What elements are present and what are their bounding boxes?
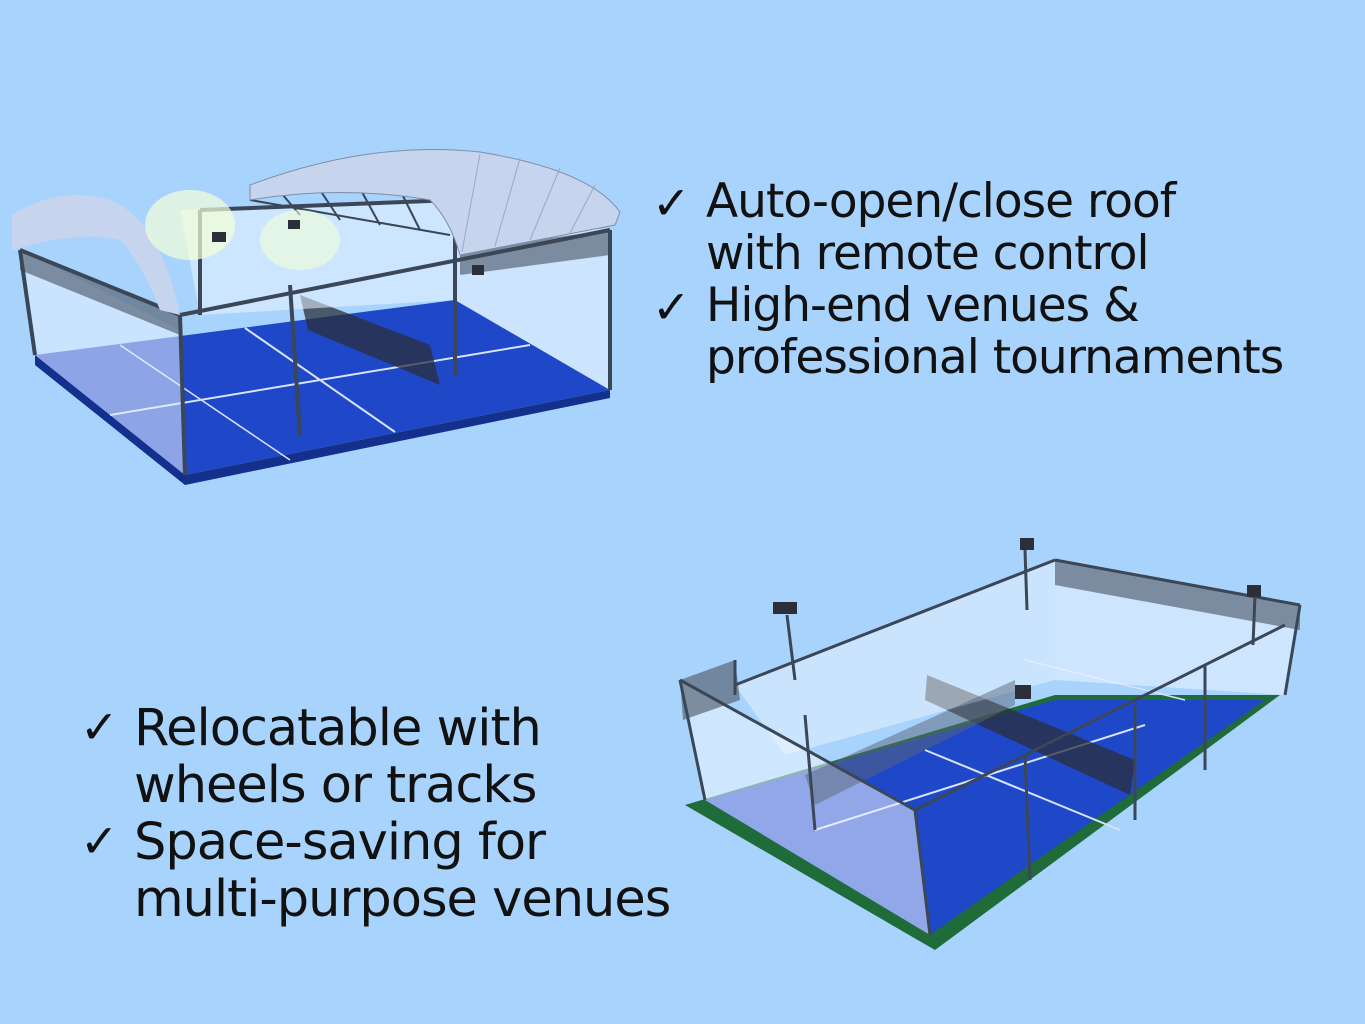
retractable-roof-court-illustration [12,149,621,485]
roof-section-closed [249,149,621,256]
feature-text-line: multi-purpose venues [134,870,671,929]
glass-wall-left [20,250,185,475]
glass-wall-back [735,560,1055,755]
relocatable-court-illustration [678,538,1302,950]
light-pole [785,549,1257,681]
glass-wall-left [680,680,930,935]
mesh-panel [805,680,1015,805]
feature-text-line: Space-saving for [134,813,546,872]
feature-item: ✓ High-end venues & professional tournam… [652,280,1352,384]
feature-item: ✓ Space-saving for multi-purpose venues [80,814,740,928]
feature-item: ✓ Auto-open/close roof with remote contr… [652,176,1352,280]
steel-frame [678,558,1302,936]
checkmark-icon: ✓ [80,700,119,754]
mesh-panel [460,230,610,275]
court-line [924,749,1121,831]
court-net [300,295,440,385]
relocatable-court-feature-list: ✓ Relocatable with wheels or tracks ✓ Sp… [80,700,740,928]
floodlight-glow [260,210,340,270]
roof-court-feature-list: ✓ Auto-open/close roof with remote contr… [652,176,1352,384]
floodlight-icon [1020,538,1034,550]
floodlight-icon [1015,685,1031,699]
floodlight-icon [773,602,797,614]
floodlight-icon [212,232,226,242]
feature-text-line: wheels or tracks [134,756,537,815]
floodlight-glow [145,190,235,260]
feature-text-line: High-end venues & [706,278,1140,333]
feature-text-line: with remote control [706,226,1150,281]
court-floor-shade [35,355,185,485]
court-floor-side [185,390,610,485]
mesh-panel [1055,560,1300,630]
court-line [244,327,396,433]
floodlight-icon [472,265,484,275]
floodlight-icon [1247,585,1261,597]
checkmark-icon: ✓ [652,176,691,230]
floodlight-icon [288,220,300,229]
mesh-panel [20,250,180,335]
roof-section-open [12,195,180,315]
feature-text-line: professional tournaments [706,330,1284,385]
feature-text-line: Relocatable with [134,699,542,758]
checkmark-icon: ✓ [652,280,691,334]
roof-ribs [461,153,596,253]
feature-text-line: Auto-open/close roof [706,174,1176,229]
feature-item: ✓ Relocatable with wheels or tracks [80,700,740,814]
checkmark-icon: ✓ [80,814,119,868]
